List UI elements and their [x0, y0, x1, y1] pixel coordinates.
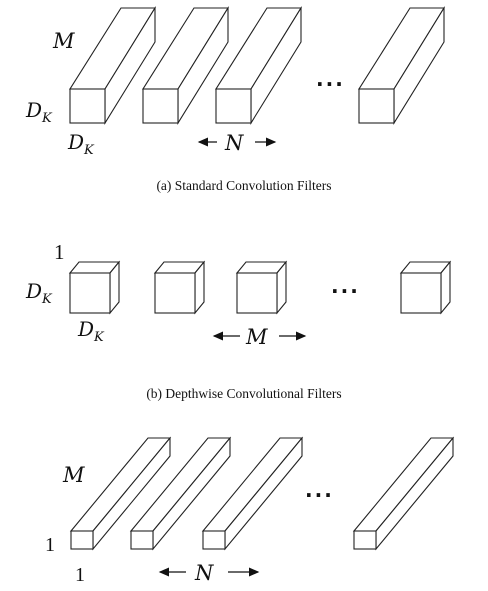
depth-label: 1: [54, 240, 65, 264]
depth-label: M: [62, 463, 85, 487]
caption: (a) Standard Convolution Filters: [156, 178, 331, 193]
filter-box: [201, 436, 304, 551]
panel-c: M 1 1 ... N: [45, 436, 455, 586]
count-label: N: [194, 561, 214, 585]
caption: (b) Depthwise Convolutional Filters: [146, 386, 341, 401]
filter-box: [153, 260, 206, 315]
height-label: DK: [25, 98, 53, 126]
filter-box: [352, 436, 455, 551]
width-label: DK: [67, 130, 95, 158]
width-label: 1: [75, 564, 85, 586]
filter-box: [235, 260, 288, 315]
panel-a: M DK DK ... N (a) Standard Convolution F…: [25, 6, 445, 193]
depth-label: M: [52, 29, 75, 53]
count-label: M: [245, 325, 268, 349]
ellipsis: ...: [331, 274, 360, 298]
filter-box: [142, 6, 229, 125]
height-label: DK: [25, 279, 53, 307]
count-label: N: [224, 131, 244, 155]
filter-box: [69, 436, 172, 551]
height-label: 1: [45, 534, 55, 556]
filter-box: [129, 436, 232, 551]
filter-box: [215, 6, 302, 125]
panel-b: 1 DK DK ... M (b) Depthwise Convolutiona…: [25, 240, 452, 401]
ellipsis: ...: [316, 67, 345, 91]
filter-box: [358, 6, 445, 125]
filter-box: [69, 6, 156, 125]
width-label: DK: [77, 317, 105, 345]
filter-box: [68, 260, 121, 315]
filter-box: [399, 260, 452, 315]
ellipsis: ...: [305, 478, 334, 502]
